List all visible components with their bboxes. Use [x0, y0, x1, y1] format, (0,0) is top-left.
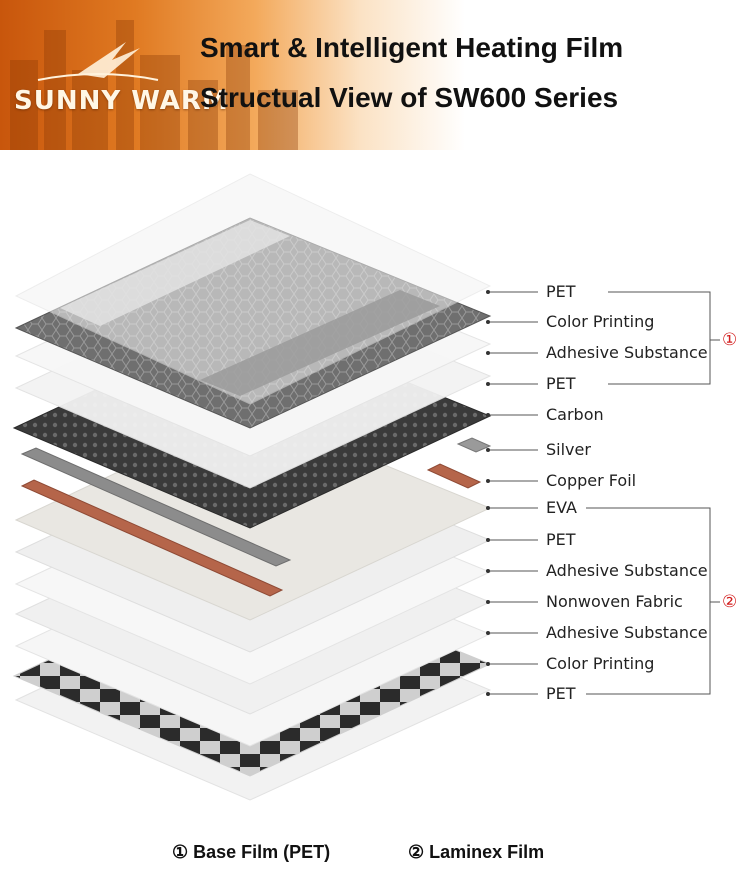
group-1-marker: ① — [722, 330, 738, 350]
page-title-line-2: Structual View of SW600 Series — [200, 82, 619, 113]
layer-label-pet-4: PET — [546, 684, 576, 703]
layer-label-color-printing-2: Color Printing — [546, 654, 655, 673]
sunny-warm-logo: SUNNY WARM — [8, 34, 228, 124]
legend-laminex-film: ② Laminex Film — [408, 842, 545, 862]
layer-label-nonwoven-fabric: Nonwoven Fabric — [546, 592, 683, 611]
brand-name: SUNNY WARM — [14, 86, 229, 116]
layer-label-pet-1: PET — [546, 282, 576, 301]
layer-label-adhesive-3: Adhesive Substance — [546, 623, 708, 642]
bracket-group-1 — [608, 291, 720, 385]
layer-label-pet-3: PET — [546, 530, 576, 549]
header-banner: SUNNY WARM — [0, 0, 750, 150]
layer-label-carbon: Carbon — [546, 405, 604, 424]
silver-strip-left — [20, 447, 292, 567]
copper-foil-strip-right — [426, 463, 482, 489]
layer-label-silver: Silver — [546, 440, 591, 459]
silver-strip-right — [456, 437, 492, 453]
layer-label-adhesive-1: Adhesive Substance — [546, 343, 708, 362]
bracket-group-2 — [586, 507, 720, 695]
copper-foil-strip-left — [20, 479, 284, 597]
logo-swoosh-icon — [37, 42, 159, 81]
exploded-layer-diagram — [12, 173, 720, 801]
layer-label-copper-foil: Copper Foil — [546, 471, 637, 490]
page-title-line-1: Smart & Intelligent Heating Film — [200, 32, 624, 63]
leader-lines — [488, 291, 538, 695]
layer-label-adhesive-2: Adhesive Substance — [546, 561, 708, 580]
layer-label-eva: EVA — [546, 498, 577, 517]
legend-base-film: ① Base Film (PET) — [172, 842, 331, 862]
layer-pet-top — [14, 173, 492, 405]
group-2-marker: ② — [722, 592, 738, 612]
layer-label-pet-2: PET — [546, 374, 576, 393]
layer-label-color-printing-1: Color Printing — [546, 312, 655, 331]
city-skyline-graphic — [10, 20, 298, 150]
leader-dots — [486, 290, 490, 696]
